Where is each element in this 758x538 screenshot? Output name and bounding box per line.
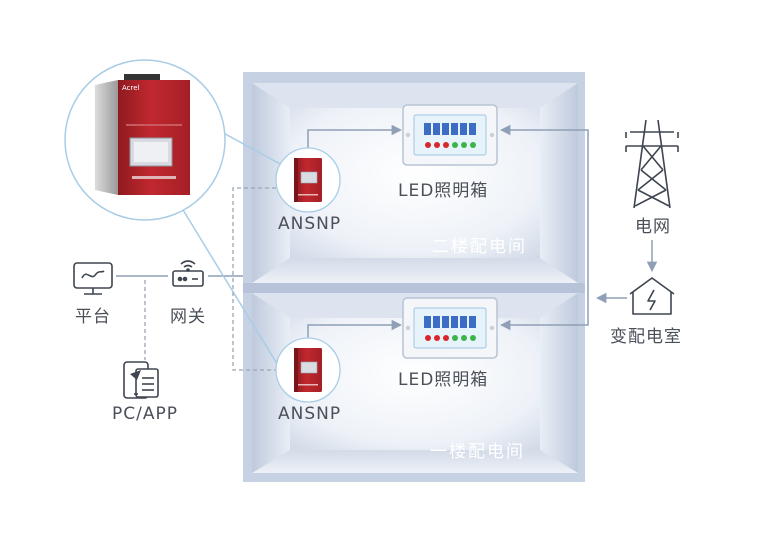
callout-line-bottom (179, 204, 291, 386)
device-zoom-callout: Acrel (64, 59, 226, 221)
router-icon (172, 260, 204, 287)
grid-label: 电网 (635, 217, 671, 237)
panel-breakers-1f (424, 316, 476, 341)
power-tower-icon (625, 119, 679, 209)
ansnp-device-2f (275, 147, 341, 213)
floor-slab (243, 283, 585, 293)
substation-label: 变配电室 (610, 327, 682, 347)
panel-label-2f: LED照明箱 (398, 181, 489, 201)
client-label: PC/APP (112, 404, 178, 424)
panel-label-1f: LED照明箱 (398, 370, 489, 390)
comm-bus-line (232, 187, 290, 371)
callout-line-top (217, 129, 283, 166)
gateway-label: 网关 (170, 307, 206, 327)
floor-name-2f: 二楼配电间 (432, 237, 527, 257)
led-panel-2f (402, 104, 498, 166)
device-label-2f: ANSNP (278, 214, 342, 234)
supply-arrow-1f (499, 298, 589, 331)
supply-arrow-2f (499, 124, 589, 298)
dashed-comm-lines (144, 187, 290, 371)
connection-lines (116, 124, 658, 386)
device-brand-text: Acrel (122, 84, 140, 92)
monitor-icon (73, 262, 113, 295)
panel-breakers-2f (424, 123, 476, 148)
led-panel-1f (402, 297, 498, 359)
platform-label: 平台 (75, 307, 111, 327)
substation-house-icon (629, 277, 675, 315)
mobile-tablet-icon (123, 361, 159, 399)
floor-name-1f: 一楼配电间 (430, 442, 525, 462)
ansnp-device-1f (275, 337, 341, 403)
device-label-1f: ANSNP (278, 404, 342, 424)
